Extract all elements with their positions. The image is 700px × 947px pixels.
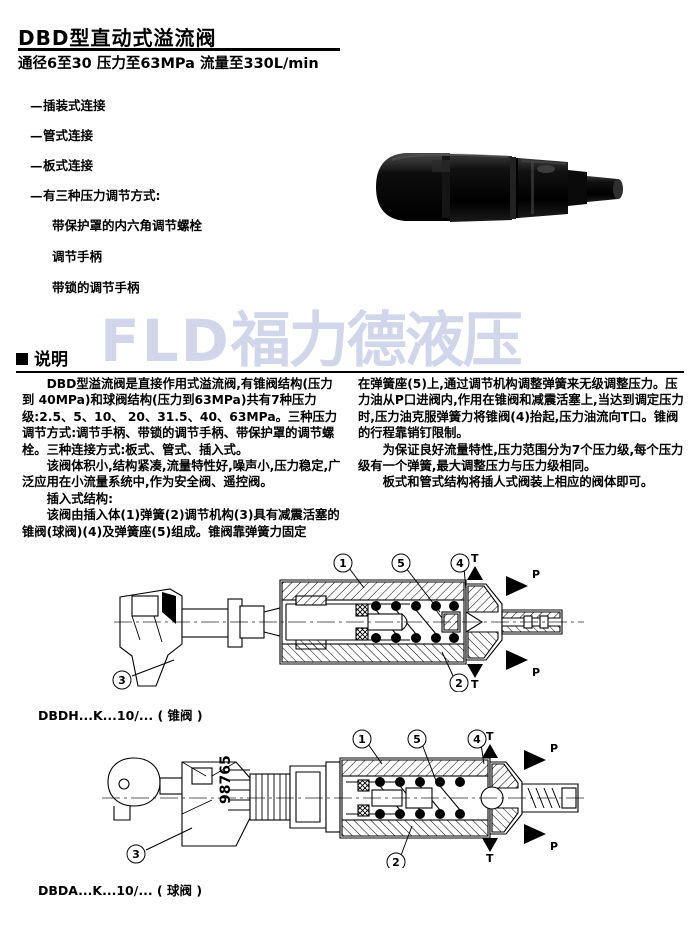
port-label-P-bottom: P (532, 666, 540, 679)
feature-subitem: 调节手柄 (52, 249, 330, 265)
description-paragraph: 为保证良好流量特性,压力范围分为7个压力级,每个压力级有一个弹簧,最大调整压力与… (358, 442, 684, 474)
title-underline (18, 48, 340, 51)
feature-label: 插装式连接 (43, 98, 106, 113)
dash-marker: — (30, 128, 43, 143)
feature-label: 带保护罩的内六角调节螺栓 (52, 218, 203, 233)
scale-digits: 98765 (218, 755, 234, 804)
callout-2: 2 (392, 856, 400, 868)
feature-subitem: 带锁的调节手柄 (52, 280, 330, 296)
feature-label: 管式连接 (43, 128, 94, 143)
dash-marker: — (30, 98, 43, 113)
diagram-1-caption: DBDH...K...10/... ( 锥阀 ) (38, 708, 203, 723)
callout-1: 1 (339, 557, 347, 570)
description-paragraph: 该阀体积小,结构紧凑,流量特性好,噪声小,压力稳定,广泛应用在小流量系统中,作为… (22, 459, 341, 490)
callout-5: 5 (397, 557, 405, 570)
feature-item: —有三种压力调节方式: (30, 188, 330, 204)
feature-label: 板式连接 (43, 158, 94, 173)
page-title: DBD型直动式溢流阀 (18, 26, 217, 50)
page-subtitle: 通径6至30 压力至63MPa 流量至330L/min (18, 56, 319, 72)
callout-2: 2 (455, 677, 463, 690)
callout-4: 4 (473, 733, 481, 746)
description-paragraph: 板式和管式结构将插人式阀装上相应的阀体即可。 (382, 475, 654, 490)
port-label-T-top: T (486, 730, 494, 743)
description-paragraph: 在弹簧座(5)上,通过调节机构调整弹簧来无级调整压力。压力油从P口进阀内,作用在… (358, 377, 684, 441)
port-label-T-bottom: T (486, 852, 494, 865)
callout-5: 5 (413, 733, 421, 746)
feature-label: 带锁的调节手柄 (52, 280, 140, 295)
callout-3: 3 (132, 848, 140, 861)
description-column-left: DBD型溢流阀是直接作用式溢流阀,有锥阀结构(压力到 40MPa)和球阀结构(压… (22, 376, 342, 540)
feature-item: —板式连接 (30, 158, 330, 174)
description-paragraph: 该阀由插入体(1)弹簧(2)调节机构(3)具有减震活塞的锥阀(球阀)(4)及弹簧… (22, 508, 340, 539)
description-paragraph: DBD型溢流阀是直接作用式溢流阀,有锥阀结构(压力到 40MPa)和球阀结构(压… (22, 377, 338, 457)
callout-3: 3 (118, 674, 126, 687)
feature-item: —插装式连接 (30, 98, 330, 114)
port-label-P-top: P (532, 568, 540, 581)
callout-1: 1 (358, 733, 366, 746)
description-paragraph: 插入式结构: (46, 491, 113, 506)
dash-marker: — (30, 188, 43, 203)
description-column-right: 在弹簧座(5)上,通过调节机构调整弹簧来无级调整压力。压力油从P口进阀内,作用在… (358, 376, 688, 491)
section-heading: 说明 (16, 345, 68, 370)
watermark-latin: FLD (100, 307, 231, 375)
section-rule (16, 371, 684, 373)
port-label-T-bottom: T (471, 678, 479, 691)
callout-4: 4 (456, 557, 464, 570)
feature-label: 有三种压力调节方式: (43, 188, 161, 203)
dash-marker: — (30, 158, 43, 173)
product-photo (372, 140, 632, 235)
square-bullet-icon (16, 353, 28, 365)
feature-subitem: 带保护罩的内六角调节螺栓 (52, 218, 330, 234)
watermark-chinese: 福力德液压 (230, 306, 523, 376)
feature-item: —管式连接 (30, 128, 330, 144)
cone-valve-section-diagram: T P T P 1 5 4 3 (110, 552, 590, 692)
port-label-T-top: T (471, 552, 479, 565)
section-heading-label: 说明 (34, 350, 68, 370)
diagram-2-caption: DBDA...K...10/... ( 球阀 ) (38, 883, 203, 898)
feature-list: —插装式连接 —管式连接 —板式连接 —有三种压力调节方式: 带保护罩的内六角调… (30, 98, 330, 311)
feature-label: 调节手柄 (52, 249, 103, 264)
ball-valve-section-diagram: 98765 T P T P (100, 728, 590, 868)
port-label-P-top: P (550, 742, 558, 755)
port-label-P-bottom: P (550, 840, 558, 853)
